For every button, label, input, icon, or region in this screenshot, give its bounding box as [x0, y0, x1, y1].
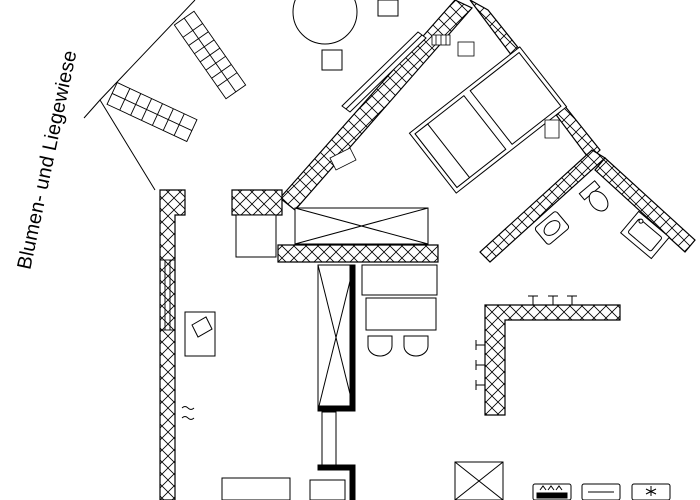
sun-lounger-icon: [173, 10, 247, 100]
wardrobe: [294, 207, 429, 245]
dining-area: [361, 264, 438, 331]
central-column: [317, 264, 356, 412]
left-window-marks: [160, 259, 195, 420]
kitchen-sink: [619, 210, 671, 260]
radiator-icon: [431, 34, 451, 46]
bed-icon: [408, 46, 568, 194]
stove-icon: [532, 483, 572, 500]
oven-icon: [581, 483, 621, 500]
round-table-icon: [292, 0, 399, 71]
sink-icon: [534, 211, 570, 245]
chair-icon: [367, 335, 429, 357]
closet-box: [235, 214, 277, 258]
bottom-furniture: [221, 461, 504, 500]
toilet-icon: [578, 180, 609, 212]
fridge-icon: [631, 483, 671, 500]
narrow-shelf: [317, 411, 356, 500]
sun-lounger-icon: [106, 81, 198, 143]
terrace-outline: [83, 0, 196, 191]
bar-stool-icon: [475, 295, 577, 390]
armchair-icon: [184, 311, 216, 357]
upper-window: [341, 31, 427, 113]
chair-icon: [329, 41, 560, 171]
